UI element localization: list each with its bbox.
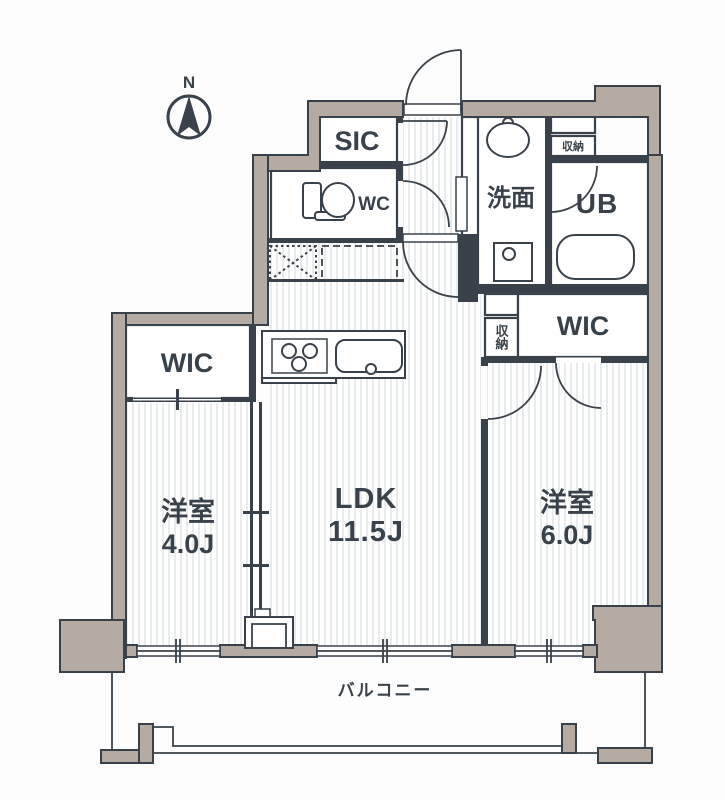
railing-post-right (561, 723, 577, 754)
balcony-railing (100, 672, 653, 764)
railing-foot-right (597, 747, 653, 764)
striped-floors (126, 117, 648, 645)
compass-north-label: N (183, 73, 195, 92)
label-bedroom-left-size: 4.0J (162, 529, 215, 559)
wall-right (647, 154, 663, 613)
label-ldk-name: LDK (335, 483, 398, 515)
window-ldk (316, 639, 453, 663)
wic-left-door-tick (176, 389, 179, 410)
label-storage-shelf: 収納 (562, 139, 584, 153)
label-sic: SIC (334, 126, 379, 156)
entrance-door-arc (405, 49, 462, 106)
window-bedroom-left (136, 639, 221, 663)
compass-icon (166, 94, 212, 140)
ldk-door (402, 233, 459, 298)
label-unit-bath: UB (576, 188, 618, 219)
label-wc: WC (358, 194, 390, 215)
sic-door (402, 120, 448, 166)
pillar-bottom-left (59, 619, 125, 673)
cupboard-space (321, 245, 398, 281)
hallway-floor (403, 117, 462, 243)
bedroom-right-floor (487, 363, 648, 645)
bedroom-left-floor (126, 402, 253, 645)
label-storage-closet: 収納 (494, 324, 509, 351)
kitchen-counter (261, 330, 406, 384)
label-washroom: 洗面 (487, 185, 535, 212)
refrigerator-space (269, 245, 317, 281)
kitchen-sink-icon (335, 339, 403, 375)
wall-left-lower (111, 312, 127, 659)
exterior-walls (59, 85, 663, 673)
bathtub-icon (556, 234, 635, 280)
washroom-sliding-door (455, 176, 468, 232)
doors (402, 49, 602, 420)
white-rooms (124, 111, 650, 400)
wall-wic-top-band (111, 312, 254, 326)
label-wic-right: WIC (557, 311, 609, 341)
label-balcony: バルコニー (338, 681, 433, 700)
window-bedroom-right (514, 639, 584, 663)
bedroom-right-door (487, 365, 542, 420)
wall-left-upper (252, 154, 269, 326)
entrance-door (403, 49, 462, 116)
wall-openings (133, 357, 601, 410)
windows (136, 639, 584, 663)
railing-post-left (138, 723, 154, 764)
labels: N SIC WC 洗面 UB 収納 収納 WIC WIC LDK 11.5J 洋… (161, 73, 618, 700)
ldk-floor (268, 243, 481, 645)
label-wic-left: WIC (161, 348, 213, 378)
label-bedroom-right-name: 洋室 (540, 487, 594, 518)
pillar-bottom-right (592, 605, 663, 673)
fixtures (261, 117, 635, 384)
unit-bath-door (550, 165, 598, 213)
stove-icon (271, 338, 328, 374)
south-wall-duct-box (244, 608, 294, 649)
label-bedroom-left-name: 洋室 (161, 496, 215, 527)
wic-right-door (555, 362, 602, 409)
closet-small-box (483, 292, 520, 317)
label-bedroom-right-size: 6.0J (541, 520, 594, 550)
toilet-icon (302, 182, 355, 221)
wc-door (402, 180, 450, 228)
room-wic-right (516, 292, 650, 359)
wash-basin-icon (486, 117, 530, 158)
label-ldk-size: 11.5J (328, 516, 404, 548)
washing-machine-icon (493, 242, 533, 282)
